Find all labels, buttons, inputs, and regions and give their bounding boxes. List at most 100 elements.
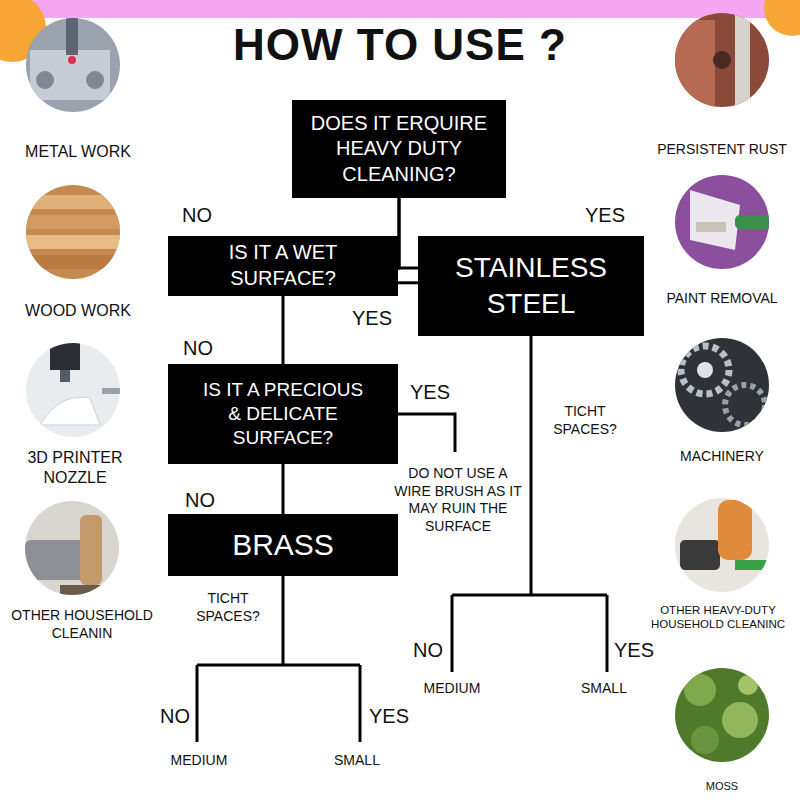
note-label: PAINT REMOVAL [649, 290, 795, 308]
nozzle [60, 370, 70, 382]
scraped-area [690, 190, 740, 250]
note-label: 3D PRINTER NOZZLE [15, 448, 135, 488]
edge-label: YES [585, 203, 625, 228]
gear [681, 346, 729, 394]
tool [102, 388, 124, 394]
note-label: MOSS [672, 780, 772, 794]
scraper [696, 222, 726, 232]
metal-work-photo [20, 10, 130, 120]
metal-block [30, 50, 110, 100]
printer-nozzle-photo [20, 340, 130, 450]
note-label: OTHER HEAVY-DUTY HOUSEHOLD CLEANINC [648, 603, 788, 632]
plank [20, 255, 130, 269]
connector [399, 198, 418, 268]
hole [86, 71, 104, 89]
note-label: DO NOT USE A WIRE BRUSH AS IT MAY RUIN T… [393, 465, 523, 535]
note-label: TICHT SPACES? [182, 590, 274, 625]
note-label: TICHT SPACES? [539, 403, 631, 438]
tree-drop [606, 595, 609, 672]
spray-bottle [735, 215, 775, 229]
note-label: YES [405, 380, 455, 405]
worker [718, 500, 752, 560]
plank [20, 235, 130, 249]
note-label: METAL WORK [3, 142, 153, 162]
photo-ground [670, 493, 780, 603]
edge-label: NO [185, 488, 215, 513]
yes-line [398, 414, 455, 452]
heavy-duty-photo [670, 493, 780, 603]
paint-removal-photo [670, 170, 780, 280]
mill-spindle [66, 10, 78, 55]
edge-label: NO [183, 336, 213, 361]
moss-clump [738, 675, 758, 695]
spark [68, 56, 76, 64]
bolt [713, 51, 731, 69]
household-photo [20, 495, 130, 605]
floor [60, 585, 110, 605]
metal-post [735, 15, 750, 110]
decision-box: IS IT A PRECIOUS & DELICATE SURFACE? [168, 364, 398, 464]
photo-ground [670, 663, 780, 773]
photo-ground [20, 340, 130, 450]
printer-head [50, 340, 80, 370]
hole [36, 71, 54, 89]
photo-ground [670, 8, 780, 118]
top-band [0, 0, 800, 18]
connector [282, 464, 285, 514]
moss-clump [691, 726, 719, 754]
tree-bar [452, 594, 607, 597]
page-title: HOW TO USE ? [0, 18, 800, 72]
decision-box: IS IT A WET SURFACE? [168, 236, 398, 296]
note-label: WOOD WORK [3, 301, 153, 321]
gear [725, 385, 765, 425]
plank [20, 195, 130, 209]
power-tool [680, 540, 720, 570]
rust-patch [675, 20, 715, 110]
edge-label: NO [182, 203, 212, 228]
note-label: SMALL [564, 680, 644, 698]
person [80, 515, 102, 585]
note-label: SMALL [317, 752, 397, 770]
tree-drop [359, 665, 362, 742]
connector [398, 281, 418, 284]
note-label: PERSISTENT RUST [649, 141, 795, 159]
box-text: STAINLESS STEEL [432, 250, 630, 322]
note-label: OTHER HOUSEHOLD CLEANIN [7, 607, 157, 642]
edge-label: YES [352, 306, 392, 331]
tree-bar [197, 664, 360, 667]
photo-ground [20, 180, 130, 290]
photo-ground [670, 333, 780, 443]
tree-drop [196, 665, 199, 742]
note-label: MEDIUM [159, 752, 239, 770]
note-label: MEDIUM [412, 680, 492, 698]
result-box: STAINLESS STEEL [418, 236, 644, 336]
box-text: IS IT A WET SURFACE? [198, 240, 368, 291]
box-text: IS IT A PRECIOUS & DELICATE SURFACE? [194, 378, 372, 451]
moss-clump [684, 674, 716, 706]
rust-photo [670, 8, 780, 118]
moss-clump [722, 702, 758, 738]
corner-blob [764, 0, 800, 36]
note-label: YES [609, 638, 659, 663]
photo-ground [20, 495, 130, 605]
moss-photo [670, 663, 780, 773]
photo-ground [20, 10, 130, 120]
photo-ground [670, 170, 780, 280]
tree-drop [451, 595, 454, 672]
connector [282, 296, 285, 364]
result-box: BRASS [168, 514, 398, 576]
plank [20, 215, 130, 229]
wood-work-photo [20, 180, 130, 290]
note-label: YES [364, 704, 414, 729]
box-text: DOES IT ERQUIRE HEAVY DUTY CLEANING? [304, 111, 494, 188]
wire-brush [735, 560, 775, 570]
note-label: NO [408, 638, 448, 663]
box-text: BRASS [232, 526, 334, 564]
tree-stem [282, 576, 285, 665]
note-label: NO [155, 704, 195, 729]
machinery-photo [670, 333, 780, 443]
gear-hub [697, 362, 713, 378]
decision-box: DOES IT ERQUIRE HEAVY DUTY CLEANING? [292, 100, 506, 198]
printed-part [40, 397, 100, 425]
